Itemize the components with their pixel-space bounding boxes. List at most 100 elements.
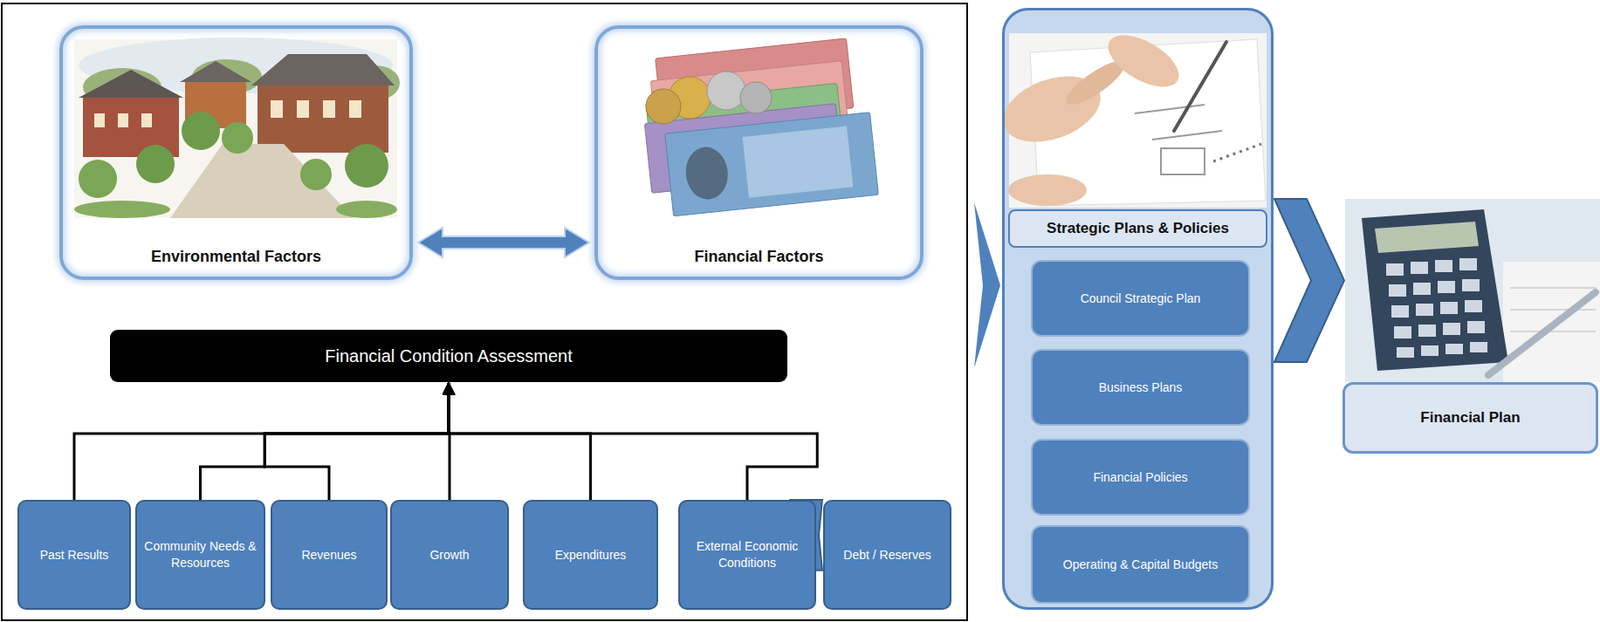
node-text: Operating & Capital Budgets [1063, 556, 1218, 574]
banknote [665, 112, 879, 217]
calculator-keys [1386, 258, 1488, 358]
paper-line [1510, 309, 1596, 311]
sketch-line [1134, 104, 1205, 114]
node-text: Council Strategic Plan [1080, 290, 1202, 308]
calculator-body [1361, 209, 1509, 371]
key [1396, 347, 1415, 358]
key [1386, 263, 1404, 276]
paper-line [1510, 288, 1596, 289]
key [1415, 303, 1434, 316]
portrait [683, 144, 731, 202]
window [94, 113, 105, 128]
plan-box: Financial Policies [1030, 439, 1250, 516]
window [270, 100, 283, 118]
chevron-arrow [1274, 199, 1345, 363]
roof [179, 61, 252, 83]
node-text: Growth [429, 547, 469, 564]
key [1388, 284, 1407, 297]
node-text: Community Needs & Resources [142, 538, 259, 572]
tree [181, 111, 220, 151]
tree-connector [448, 383, 591, 501]
input-box: External Economic Conditions [678, 500, 817, 611]
pen [1174, 41, 1227, 131]
key [1435, 260, 1453, 273]
paper-line [1510, 331, 1596, 333]
assessment-bar: Financial Condition Assessment [109, 329, 788, 383]
key [1459, 258, 1477, 271]
node-text: Financial Plan [1342, 382, 1599, 454]
key [1445, 343, 1463, 355]
tree [221, 122, 254, 154]
key [1418, 324, 1436, 337]
input-box: Past Results [17, 500, 131, 611]
outer-frame [1, 3, 968, 621]
input-box: Growth [390, 500, 509, 611]
photo-ground [1345, 199, 1600, 383]
window [349, 100, 362, 118]
key [1421, 345, 1439, 357]
key [1440, 302, 1458, 315]
plan-box: Council Strategic Plan [1030, 260, 1250, 337]
key [1464, 300, 1483, 313]
pen [1488, 292, 1596, 376]
plan-box: Operating & Capital Budgets [1030, 525, 1250, 605]
node-text: Strategic Plans & Policies [1008, 209, 1268, 248]
window [141, 113, 152, 128]
node-text: Financial Factors [690, 247, 827, 267]
tree [136, 144, 175, 184]
flow-chevron [974, 202, 1001, 369]
node-text: Business Plans [1098, 379, 1183, 397]
coin [645, 89, 681, 124]
plaza [170, 144, 354, 219]
key [1462, 279, 1480, 292]
node-text: Debt / Reserves [843, 547, 931, 564]
window [117, 113, 129, 128]
key [1467, 321, 1485, 334]
roof [251, 54, 395, 86]
calculator-screen [1374, 221, 1479, 254]
sketch-box [1160, 148, 1205, 175]
result-box: Financial Plan [1342, 199, 1599, 454]
coin [707, 71, 746, 110]
node-text: Financial Condition Assessment [324, 346, 572, 367]
node-text: Past Results [40, 547, 110, 564]
tree-connector [200, 383, 450, 501]
window [296, 100, 310, 118]
key [1391, 305, 1409, 318]
key [1437, 281, 1456, 294]
roof [78, 69, 184, 98]
node-text: External Economic Conditions [685, 538, 810, 572]
plan-box: Business Plans [1030, 349, 1250, 426]
input-box: Community Needs & Resources [135, 500, 266, 611]
hands-photo [994, 24, 1267, 208]
shrub [74, 200, 171, 219]
window [322, 100, 336, 118]
tree [344, 144, 389, 188]
tree [78, 159, 117, 199]
calculator-photo [1345, 199, 1600, 383]
node-text: Expenditures [555, 547, 627, 564]
village-illustration [74, 37, 400, 219]
money-illustration [638, 36, 879, 219]
tree [300, 158, 332, 191]
key [1413, 282, 1431, 296]
key [1469, 342, 1488, 353]
input-box: Revenues [270, 500, 388, 611]
factor-panel: Financial Factors [594, 25, 924, 281]
double-arrow [418, 227, 590, 258]
building [257, 82, 389, 153]
node-text: Environmental Factors [147, 247, 325, 267]
spiral [1213, 144, 1262, 162]
sketch-line [1152, 130, 1223, 140]
tree-connector [74, 383, 449, 501]
input-box: Expenditures [522, 500, 659, 611]
key [1442, 322, 1461, 336]
note-panel [742, 126, 854, 199]
factor-panel: Environmental Factors [59, 25, 413, 281]
hand [1099, 24, 1188, 97]
node-text: Revenues [301, 547, 357, 564]
node-text: Financial Policies [1092, 469, 1188, 487]
tree-connector [264, 383, 449, 501]
